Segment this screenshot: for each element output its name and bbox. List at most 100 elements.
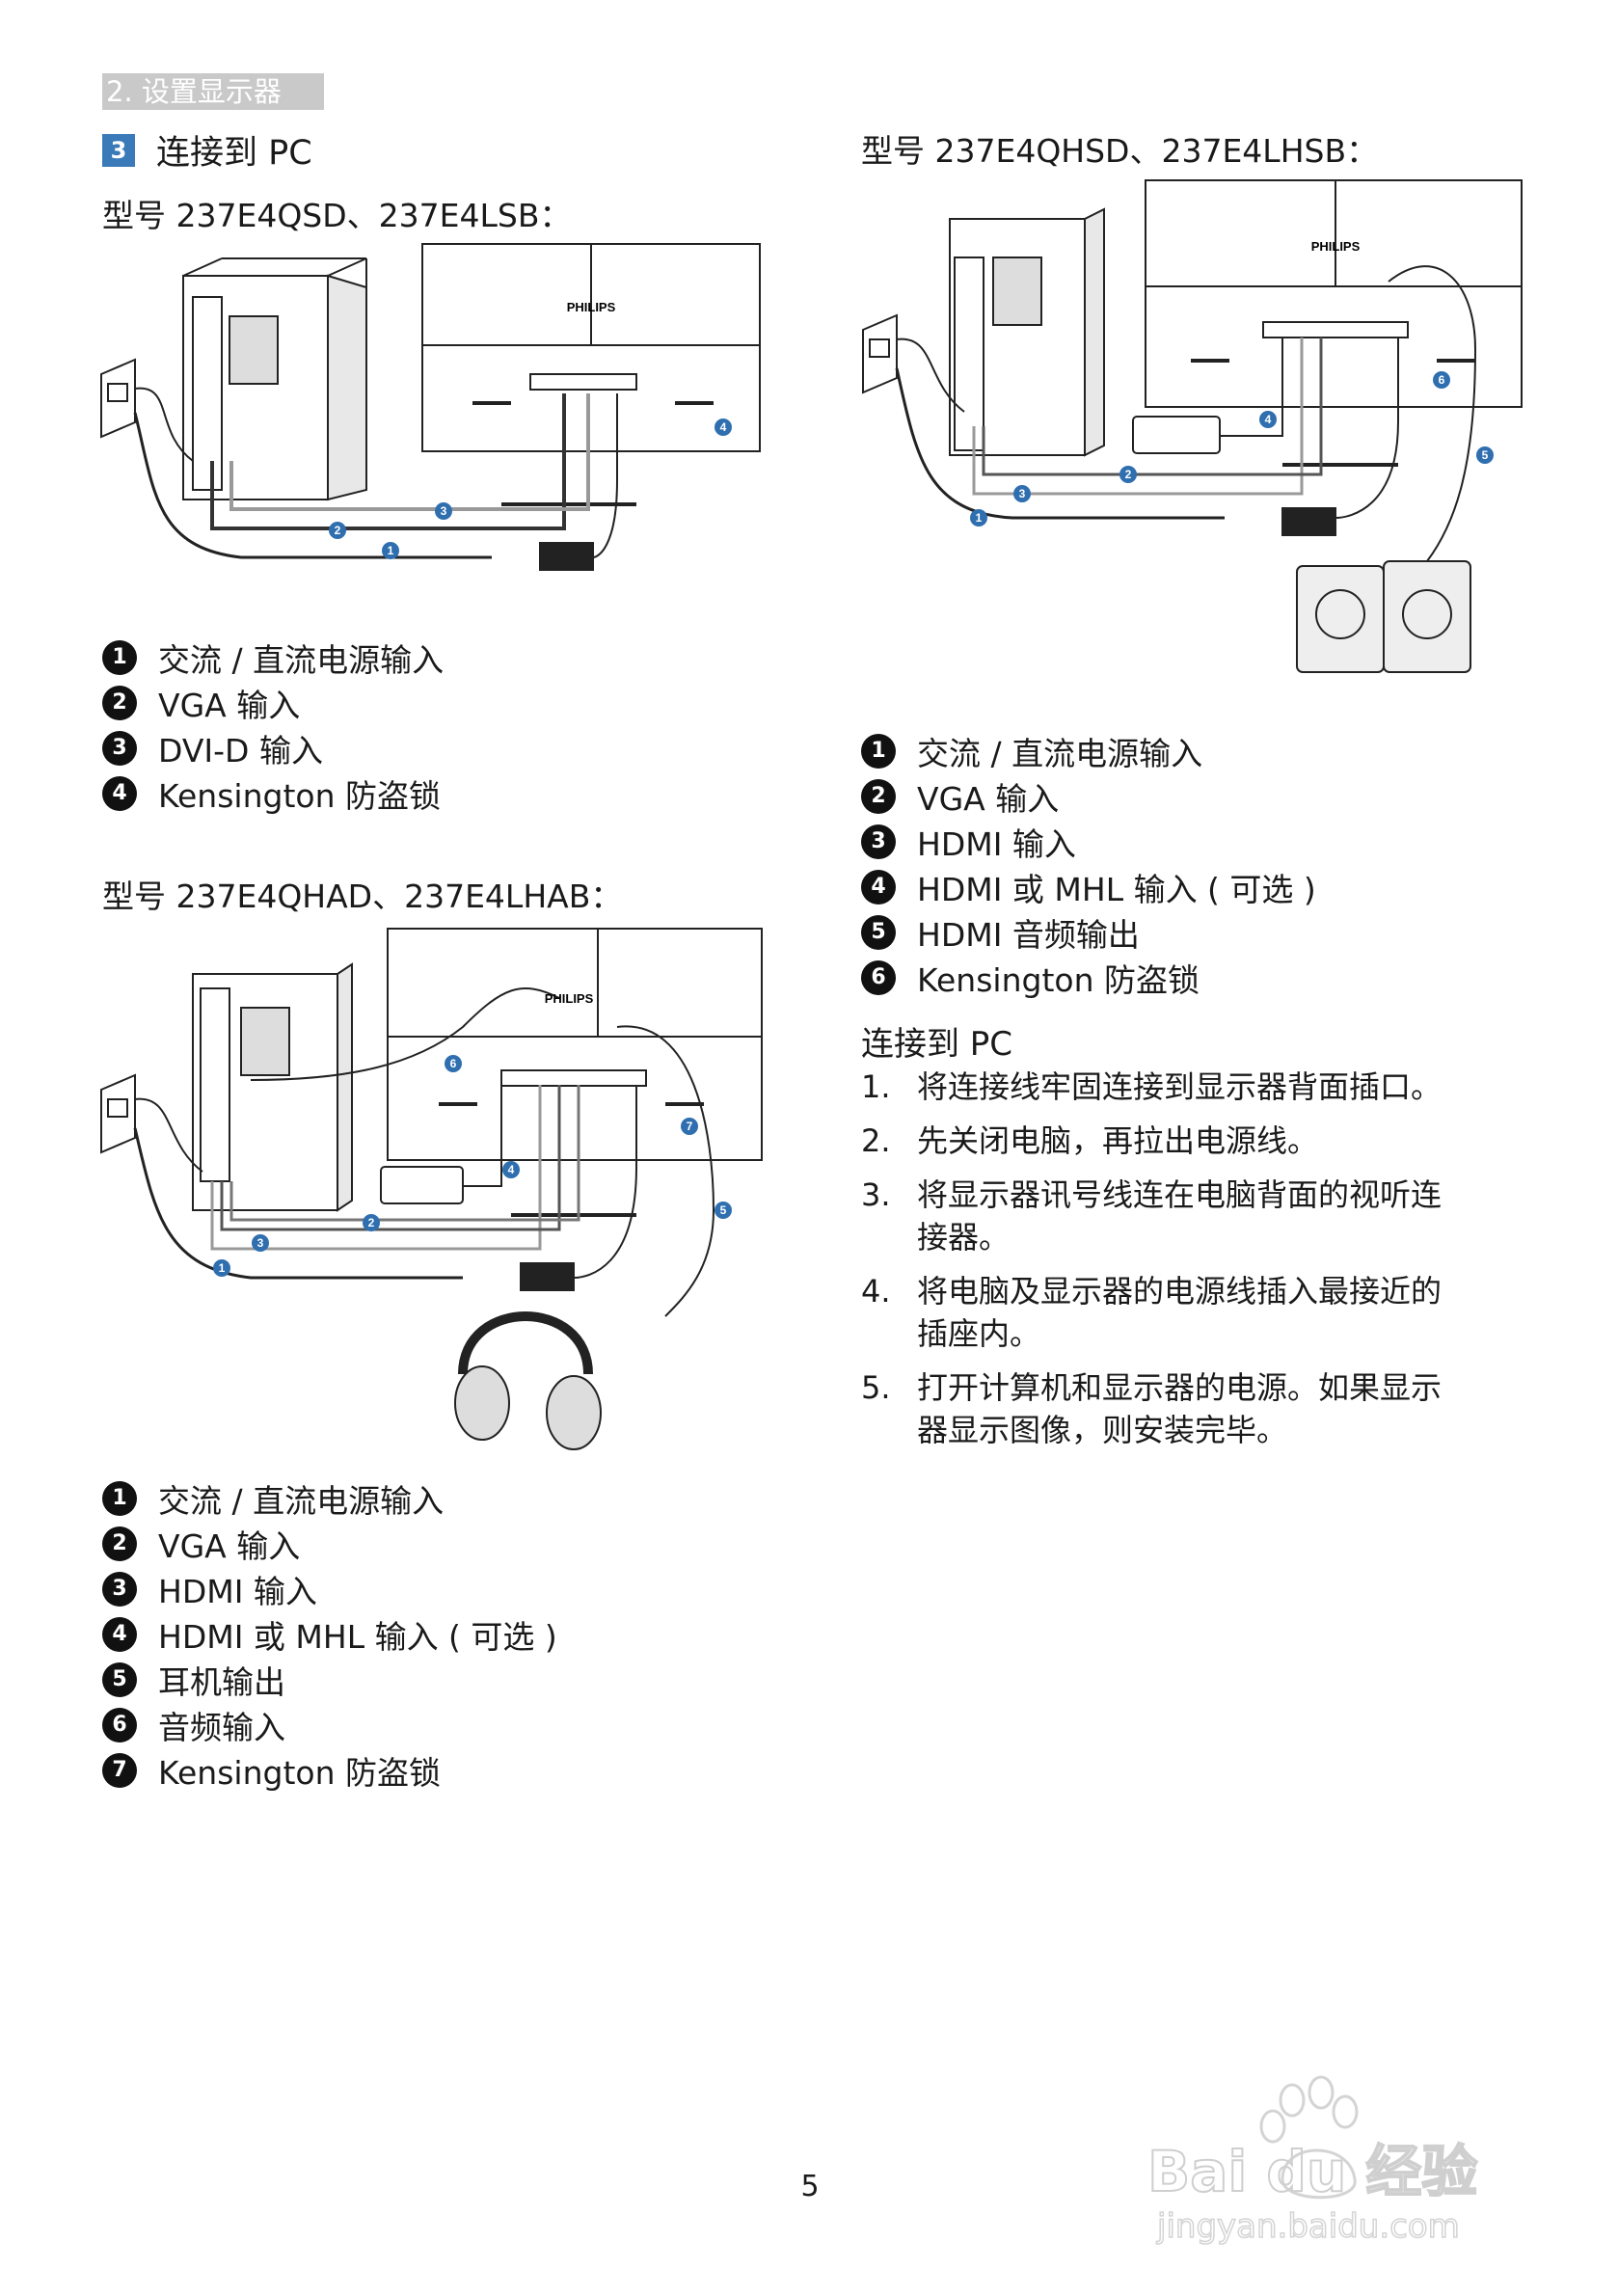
legend-number: 3 bbox=[102, 730, 137, 766]
step-text: 打开计算机和显示器的电源。如果显示 bbox=[917, 1369, 1443, 1406]
callout-5: 5 bbox=[720, 1203, 727, 1217]
callout-6: 6 bbox=[450, 1057, 457, 1070]
legend-item: 2 VGA 输入 bbox=[861, 773, 1316, 819]
model2-heading: 型号 237E4QHAD、237E4LHAB： bbox=[102, 878, 623, 915]
legend-number: 6 bbox=[861, 959, 896, 995]
legend-number: 4 bbox=[102, 1616, 137, 1652]
connection-diagram-1: PHILIPS 1 2 3 4 bbox=[100, 243, 761, 571]
step-heading: 3 连接到 PC bbox=[102, 125, 312, 175]
legend-item: 1 交流 / 直流电源输入 bbox=[861, 728, 1316, 773]
legend-text: 耳机输出 bbox=[158, 1662, 285, 1701]
callout-4: 4 bbox=[508, 1163, 515, 1176]
watermark-logo: Bai du 经验 bbox=[1147, 2139, 1477, 2204]
legend-number: 7 bbox=[102, 1752, 137, 1788]
legend-number: 3 bbox=[861, 824, 896, 859]
step-text-cont: 器显示图像，则安装完毕。 bbox=[917, 1412, 1288, 1448]
callout-2: 2 bbox=[368, 1216, 375, 1229]
legend-number: 5 bbox=[861, 914, 896, 950]
step-index: 5. bbox=[861, 1369, 891, 1406]
legend-number: 5 bbox=[102, 1661, 137, 1697]
brand-label: PHILIPS bbox=[1311, 239, 1361, 254]
step-text-cont: 接器。 bbox=[917, 1219, 1011, 1256]
legend-number: 1 bbox=[861, 733, 896, 769]
callout-3: 3 bbox=[257, 1236, 264, 1250]
legend-text: 音频输入 bbox=[158, 1708, 285, 1746]
legend-item: 4 Kensington 防盗锁 bbox=[102, 770, 444, 816]
legend-item: 3 HDMI 输入 bbox=[861, 819, 1316, 864]
step-text-cont: 插座内。 bbox=[917, 1315, 1041, 1352]
step-item: 3. 将显示器讯号线连在电脑背面的视听连接器。 bbox=[861, 1174, 1526, 1258]
connection-diagram-3: PHILIPS 1 2 3 4 5 6 bbox=[862, 179, 1523, 673]
callout-1: 1 bbox=[976, 511, 983, 525]
step-text: 将显示器讯号线连在电脑背面的视听连 bbox=[917, 1176, 1443, 1213]
legend-text: HDMI 输入 bbox=[158, 1572, 317, 1610]
model1-heading: 型号 237E4QSD、237E4LSB： bbox=[102, 197, 572, 234]
legend-item: 1 交流 / 直流电源输入 bbox=[102, 635, 444, 680]
page-number: 5 bbox=[800, 2170, 820, 2203]
legend-text: HDMI 或 MHL 输入 ( 可选 ) bbox=[158, 1617, 557, 1656]
callout-5: 5 bbox=[1482, 448, 1489, 462]
brand-label: PHILIPS bbox=[545, 991, 594, 1006]
legend-item: 4 HDMI 或 MHL 输入 ( 可选 ) bbox=[102, 1611, 557, 1657]
legend-item: 3 HDMI 输入 bbox=[102, 1566, 557, 1611]
section-tab: 2. 设置显示器 bbox=[102, 73, 324, 110]
legend-item: 6 音频输入 bbox=[102, 1702, 557, 1747]
callout-3: 3 bbox=[1019, 487, 1026, 500]
legend-text: Kensington 防盗锁 bbox=[158, 776, 441, 815]
legend-number: 4 bbox=[861, 869, 896, 905]
legend-1: 1 交流 / 直流电源输入 2 VGA 输入 3 DVI-D 输入 4 Kensingt… bbox=[102, 635, 444, 816]
legend-number: 6 bbox=[102, 1707, 137, 1742]
step-index: 3. bbox=[861, 1176, 891, 1213]
legend-text: VGA 输入 bbox=[158, 686, 301, 724]
legend-number: 2 bbox=[861, 778, 896, 814]
step-item: 2. 先关闭电脑，再拉出电源线。 bbox=[861, 1120, 1526, 1162]
legend-text: VGA 输入 bbox=[917, 779, 1060, 818]
callout-7: 7 bbox=[687, 1120, 693, 1133]
legend-text: Kensington 防盗锁 bbox=[917, 960, 1200, 999]
baidu-watermark: Bai du 经验 jingyan.baidu.com bbox=[1147, 2075, 1478, 2247]
legend-item: 3 DVI-D 输入 bbox=[102, 725, 444, 770]
step-item: 5. 打开计算机和显示器的电源。如果显示器显示图像，则安装完毕。 bbox=[861, 1366, 1526, 1451]
legend-item: 4 HDMI 或 MHL 输入 ( 可选 ) bbox=[861, 864, 1316, 909]
brand-label: PHILIPS bbox=[567, 300, 616, 314]
step-text: 将连接线牢固连接到显示器背面插口。 bbox=[917, 1068, 1443, 1105]
legend-number: 3 bbox=[102, 1571, 137, 1607]
legend-number: 4 bbox=[102, 775, 137, 811]
callout-1: 1 bbox=[219, 1261, 226, 1275]
step-index: 2. bbox=[861, 1122, 891, 1159]
step-index: 4. bbox=[861, 1273, 891, 1310]
connect-steps: 1. 将连接线牢固连接到显示器背面插口。 2. 先关闭电脑，再拉出电源线。 3. 将显… bbox=[861, 1066, 1526, 1463]
step-item: 1. 将连接线牢固连接到显示器背面插口。 bbox=[861, 1066, 1526, 1108]
callout-3: 3 bbox=[441, 504, 447, 518]
watermark-url: jingyan.baidu.com bbox=[1156, 2207, 1460, 2246]
legend-text: 交流 / 直流电源输入 bbox=[917, 734, 1203, 772]
legend-number: 2 bbox=[102, 1526, 137, 1561]
legend-text: 交流 / 直流电源输入 bbox=[158, 640, 445, 679]
connection-diagram-2: PHILIPS 1 2 3 4 5 6 7 bbox=[100, 928, 763, 1450]
legend-number: 1 bbox=[102, 1480, 137, 1516]
connect-title: 连接到 PC bbox=[861, 1025, 1013, 1064]
step-text: 先关闭电脑，再拉出电源线。 bbox=[917, 1122, 1319, 1159]
legend-number: 1 bbox=[102, 639, 137, 675]
model3-heading: 型号 237E4QHSD、237E4LHSB： bbox=[861, 132, 1379, 170]
legend-item: 7 Kensington 防盗锁 bbox=[102, 1747, 557, 1793]
callout-4: 4 bbox=[1265, 413, 1272, 426]
callout-2: 2 bbox=[335, 524, 341, 537]
legend-number: 2 bbox=[102, 685, 137, 720]
step-index: 1. bbox=[861, 1068, 891, 1105]
legend-item: 2 VGA 输入 bbox=[102, 680, 444, 725]
legend-3: 1 交流 / 直流电源输入 2 VGA 输入 3 HDMI 输入 4 HDMI 或 MH… bbox=[861, 728, 1316, 1000]
legend-text: DVI-D 输入 bbox=[158, 731, 323, 770]
step-number: 3 bbox=[102, 133, 135, 167]
legend-item: 5 耳机输出 bbox=[102, 1657, 557, 1702]
legend-text: HDMI 输入 bbox=[917, 824, 1076, 863]
step-title: 连接到 PC bbox=[156, 134, 312, 173]
callout-2: 2 bbox=[1125, 468, 1132, 481]
legend-text: HDMI 或 MHL 输入 ( 可选 ) bbox=[917, 870, 1316, 908]
legend-item: 1 交流 / 直流电源输入 bbox=[102, 1475, 557, 1521]
legend-text: Kensington 防盗锁 bbox=[158, 1753, 441, 1792]
legend-text: 交流 / 直流电源输入 bbox=[158, 1481, 445, 1520]
